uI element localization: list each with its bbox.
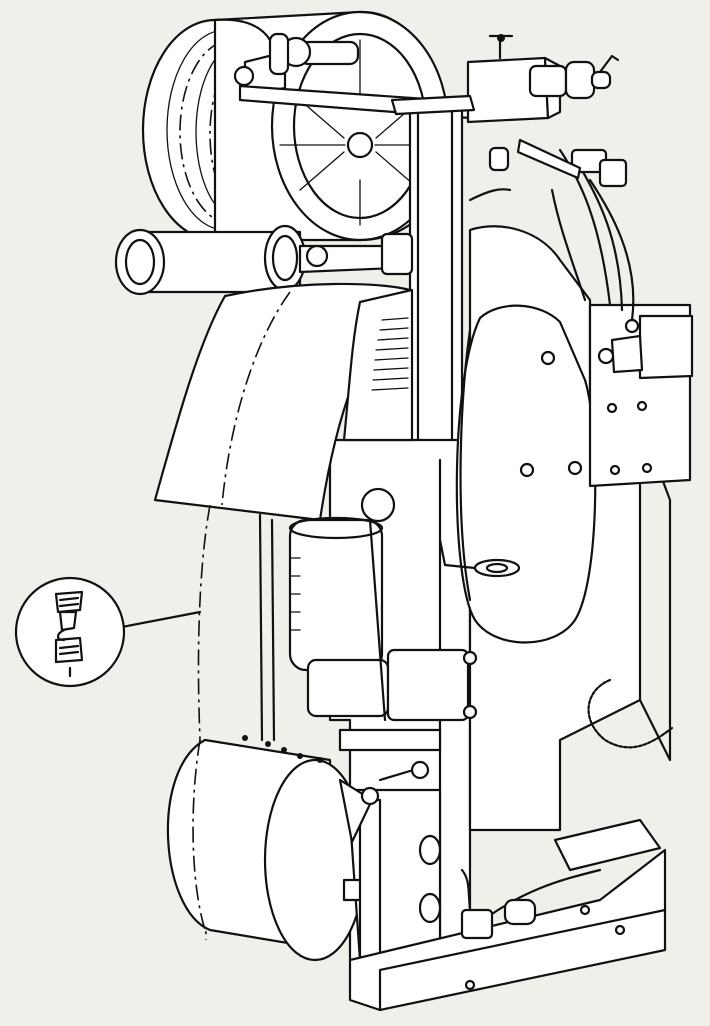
lower-slide-assembly <box>338 728 442 1002</box>
terminal-strip-detail-callout <box>14 576 202 688</box>
machine-base <box>348 818 667 1012</box>
takeup-reel <box>166 735 367 962</box>
cable-harness <box>468 138 635 322</box>
drive-belt-guard <box>438 225 597 644</box>
press-cylinder <box>288 487 478 722</box>
reel-hub-bracket <box>233 32 472 120</box>
strip-path <box>197 504 276 941</box>
sensor-cable <box>460 678 674 940</box>
feed-roller <box>114 224 414 296</box>
feed-adjust-block <box>466 34 620 124</box>
electrical-box <box>588 303 694 488</box>
strip-guide-chute <box>153 282 414 522</box>
terminal-strip-detail-icon <box>54 590 84 678</box>
